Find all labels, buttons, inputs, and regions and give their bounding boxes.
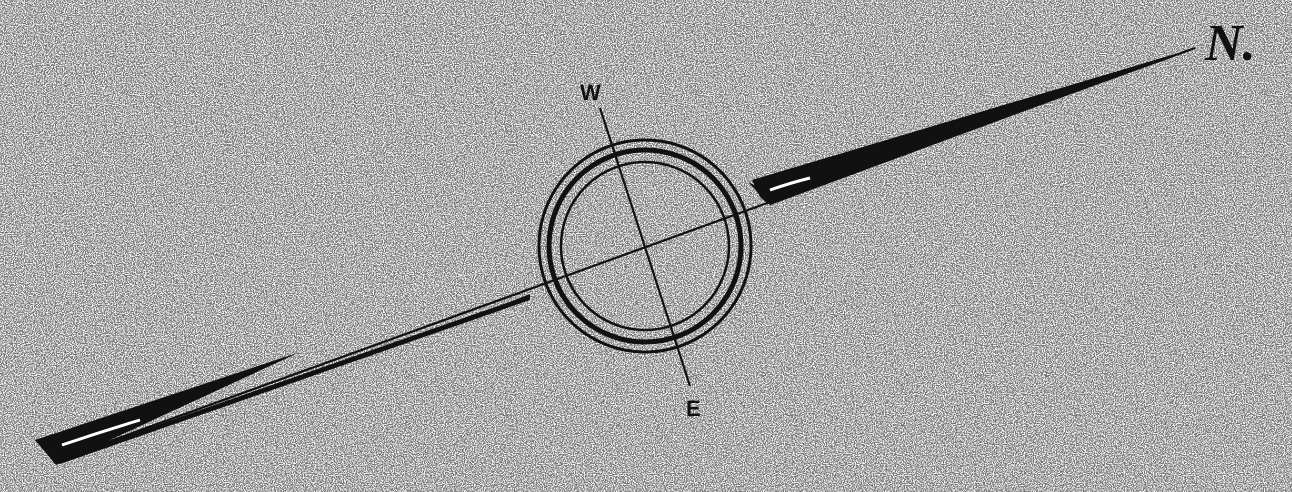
north-label: N. (1204, 15, 1256, 72)
east-label: E (686, 396, 701, 421)
west-label: W (580, 80, 601, 105)
